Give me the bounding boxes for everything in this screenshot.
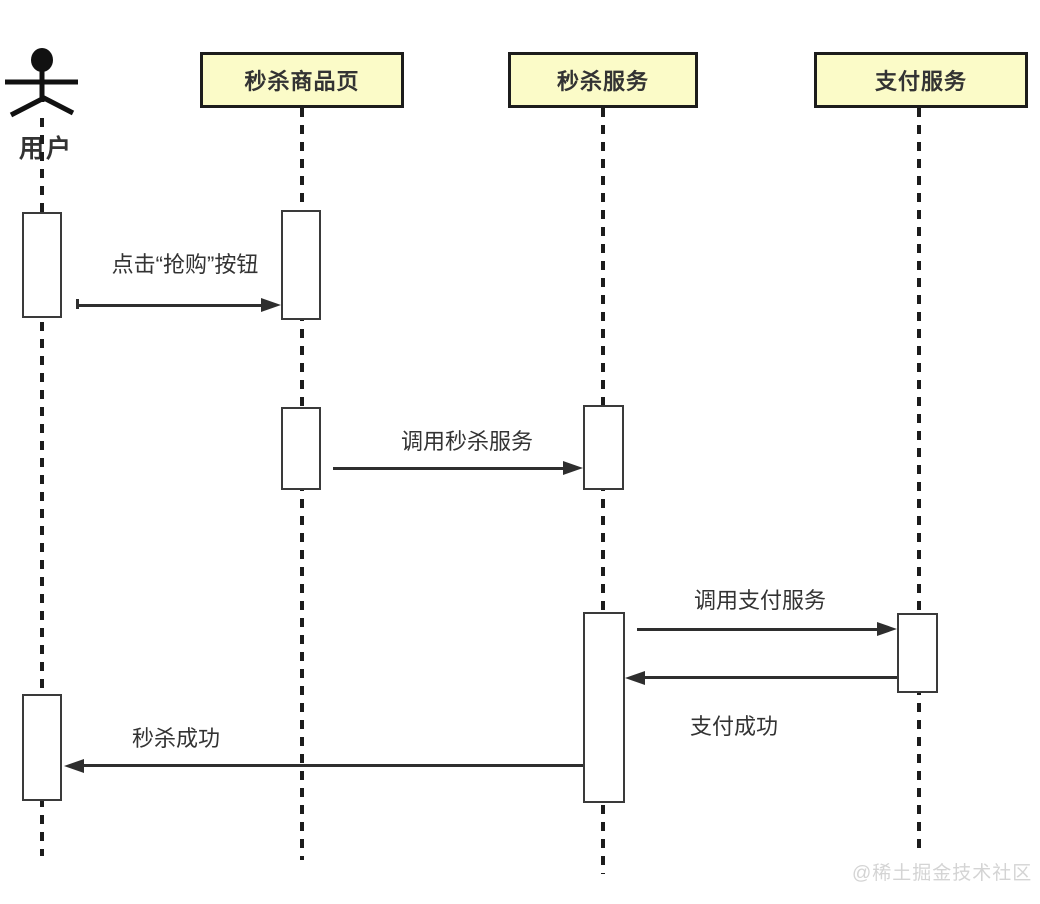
activation-payment-service [897, 613, 938, 693]
arrowhead-right-icon [563, 461, 583, 475]
lifeline-header-seckill-service: 秒杀服务 [508, 52, 698, 108]
watermark: @稀土掘金技术社区 [852, 863, 1033, 884]
activation-seckill-service-2 [583, 612, 625, 803]
activation-seckill-page-1 [281, 210, 321, 320]
activation-user-2 [22, 694, 62, 801]
activation-seckill-page-2 [281, 407, 321, 490]
lifeline-seckill-service [601, 108, 605, 874]
message-label-call-seckill: 调用秒杀服务 [400, 429, 533, 454]
message-label-payment-success: 支付成功 [689, 714, 778, 739]
activation-user-1 [22, 212, 62, 318]
activation-seckill-service-1 [583, 405, 624, 490]
message-2-line [333, 467, 565, 470]
lifeline-header-seckill-page: 秒杀商品页 [200, 52, 404, 108]
actor-label: 用户 [18, 135, 73, 163]
arrowhead-left-icon [64, 759, 84, 773]
message-1-line [77, 304, 263, 307]
message-label-seckill-success: 秒杀成功 [131, 726, 220, 751]
message-3-line [637, 628, 879, 631]
message-label-click-buy: 点击“抢购”按钮 [111, 252, 259, 277]
message-4-line [643, 676, 897, 679]
arrowhead-right-icon [261, 298, 281, 312]
message-label-call-payment: 调用支付服务 [693, 588, 826, 613]
arrowhead-right-icon [877, 622, 897, 636]
lifeline-user [40, 118, 44, 856]
user-actor-icon [5, 48, 78, 118]
message-5-line [82, 764, 583, 767]
lifeline-payment-service [917, 108, 921, 856]
arrowhead-left-icon [625, 671, 645, 685]
lifeline-header-payment-service: 支付服务 [814, 52, 1028, 108]
